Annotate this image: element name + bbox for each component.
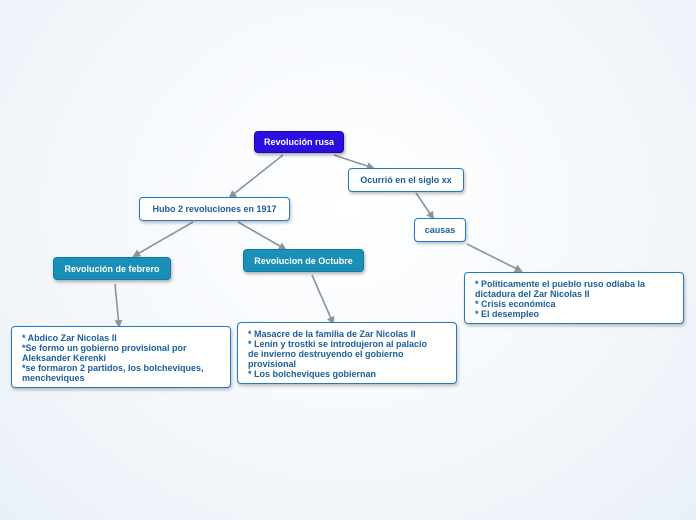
edge-two-revolutions-to-feb: [132, 221, 194, 257]
node-causes[interactable]: causas: [414, 218, 466, 242]
edge-feb-to-feb-detail: [114, 283, 123, 328]
detail-line: * Politicamente el pueblo ruso odiaba la: [475, 279, 646, 289]
node-century[interactable]: Ocurrió en el siglo xx: [348, 168, 464, 192]
node-oct-revolution[interactable]: Revolucion de Octubre: [243, 249, 364, 272]
detail-line: * El desempleo: [475, 309, 540, 319]
detail-line: * Los bolcheviques gobiernan: [248, 369, 377, 379]
edge-two-revolutions-to-oct: [237, 221, 287, 250]
detail-line: * Crisis económica: [475, 299, 556, 309]
edge-root-to-two-revolutions: [228, 154, 284, 199]
detail-line: dictadura del Zar Nicolas II: [475, 289, 590, 299]
edge-oct-to-oct-detail: [311, 274, 335, 325]
node-two-revolutions[interactable]: Hubo 2 revoluciones en 1917: [139, 197, 290, 221]
node-label: Revolución de febrero: [64, 263, 160, 274]
detail-line: * Abdico Zar Nicolas II: [22, 333, 117, 343]
detail-line: *se formaron 2 partidos, los bolchevique…: [22, 363, 204, 373]
edge-causes-to-causes-detail: [466, 243, 523, 272]
node-feb-revolution[interactable]: Revolución de febrero: [53, 257, 171, 280]
oct-detail-box[interactable]: * Masacre de la familia de Zar Nicolas I…: [237, 322, 457, 384]
detail-line: * Lenin y trostki se introdujeron al pal…: [248, 339, 428, 349]
detail-line: Aleksander Kerenki: [22, 353, 107, 363]
node-revolucion-rusa[interactable]: Revolución rusa: [254, 131, 344, 153]
detail-line: de invierno destruyendo el gobierno: [248, 349, 404, 359]
edge-root-to-century: [333, 154, 375, 170]
node-label: Hubo 2 revoluciones en 1917: [152, 204, 277, 214]
detail-line: * Masacre de la familia de Zar Nicolas I…: [248, 329, 416, 339]
edge-century-to-causes: [415, 192, 435, 220]
causes-detail-box[interactable]: * Politicamente el pueblo ruso odiaba la…: [464, 272, 684, 324]
detail-line: provisional: [248, 359, 297, 369]
node-label: Ocurrió en el siglo xx: [360, 175, 452, 185]
node-label: Revolución rusa: [263, 137, 335, 147]
feb-detail-box[interactable]: * Abdico Zar Nicolas II *Se formo un gob…: [11, 326, 231, 388]
node-label: causas: [424, 225, 456, 235]
node-label: Revolucion de Octubre: [254, 255, 353, 266]
detail-line: mencheviques: [22, 373, 85, 383]
detail-line: *Se formo un gobierno provisional por: [22, 343, 187, 353]
